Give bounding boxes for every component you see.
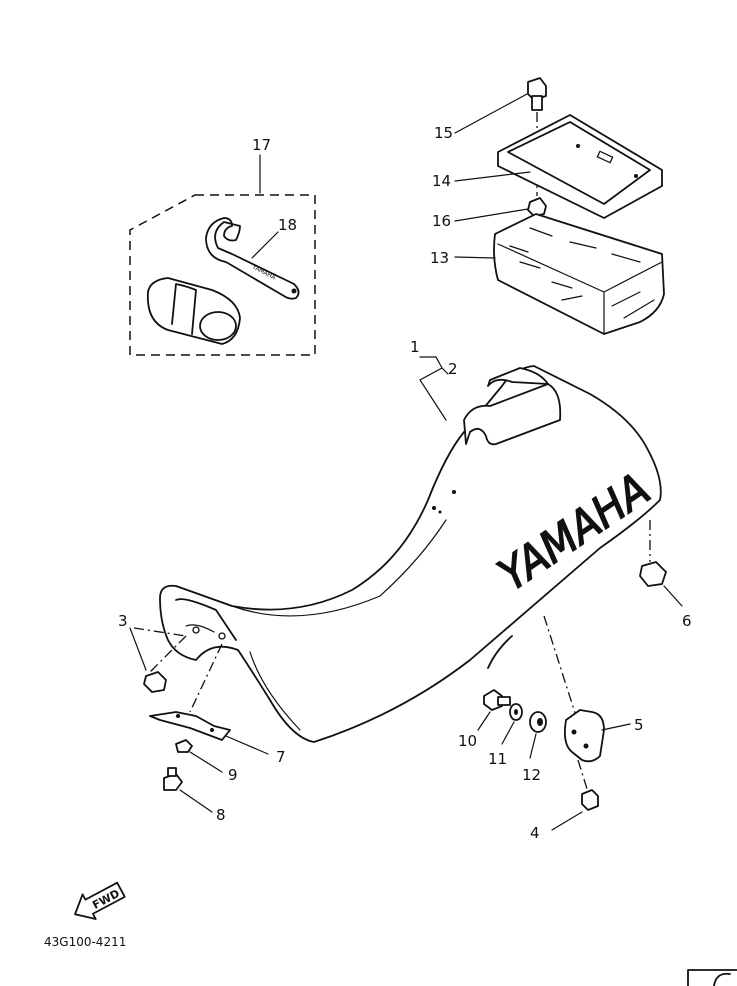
callout-18: 18: [278, 216, 297, 234]
callout-12: 12: [522, 766, 541, 784]
callout-15: 15: [434, 124, 453, 142]
callout-13: 13: [430, 249, 449, 267]
callout-labels: 1 2 3 4 5 6 7 8 9 10 11 12 13 14 15 16 1…: [118, 124, 692, 842]
callout-17: 17: [252, 136, 271, 154]
wrench-drawing: YAMAHA: [205, 217, 300, 300]
corner-mark: [687, 969, 737, 986]
fwd-arrow: FWD: [74, 881, 126, 920]
nut-16-drawing: [527, 197, 547, 217]
callout-7: 7: [276, 748, 286, 766]
left-hardware: [129, 627, 269, 813]
callout-2: 2: [448, 360, 458, 378]
right-hardware: [477, 520, 683, 831]
sponge-13-drawing: [493, 213, 665, 335]
callout-9: 9: [228, 766, 238, 784]
callout-4: 4: [530, 824, 540, 842]
callout-11: 11: [488, 750, 507, 768]
tray-assembly: [454, 77, 665, 335]
seat-drawing: [159, 365, 662, 743]
callout-8: 8: [216, 806, 226, 824]
callout-5: 5: [634, 716, 644, 734]
frame-14-drawing: [497, 114, 663, 219]
bracket-2-drawing: [463, 367, 562, 446]
callout-10: 10: [458, 732, 477, 750]
callout-16: 16: [432, 212, 451, 230]
callout-6: 6: [682, 612, 692, 630]
tool-kit-group: YAMAHA: [129, 154, 316, 356]
part-code: 43G100-4211: [44, 935, 126, 949]
callout-14: 14: [432, 172, 451, 190]
callout-1: 1: [410, 338, 420, 356]
tool-bag-drawing: [146, 277, 241, 345]
callout-3: 3: [118, 612, 128, 630]
